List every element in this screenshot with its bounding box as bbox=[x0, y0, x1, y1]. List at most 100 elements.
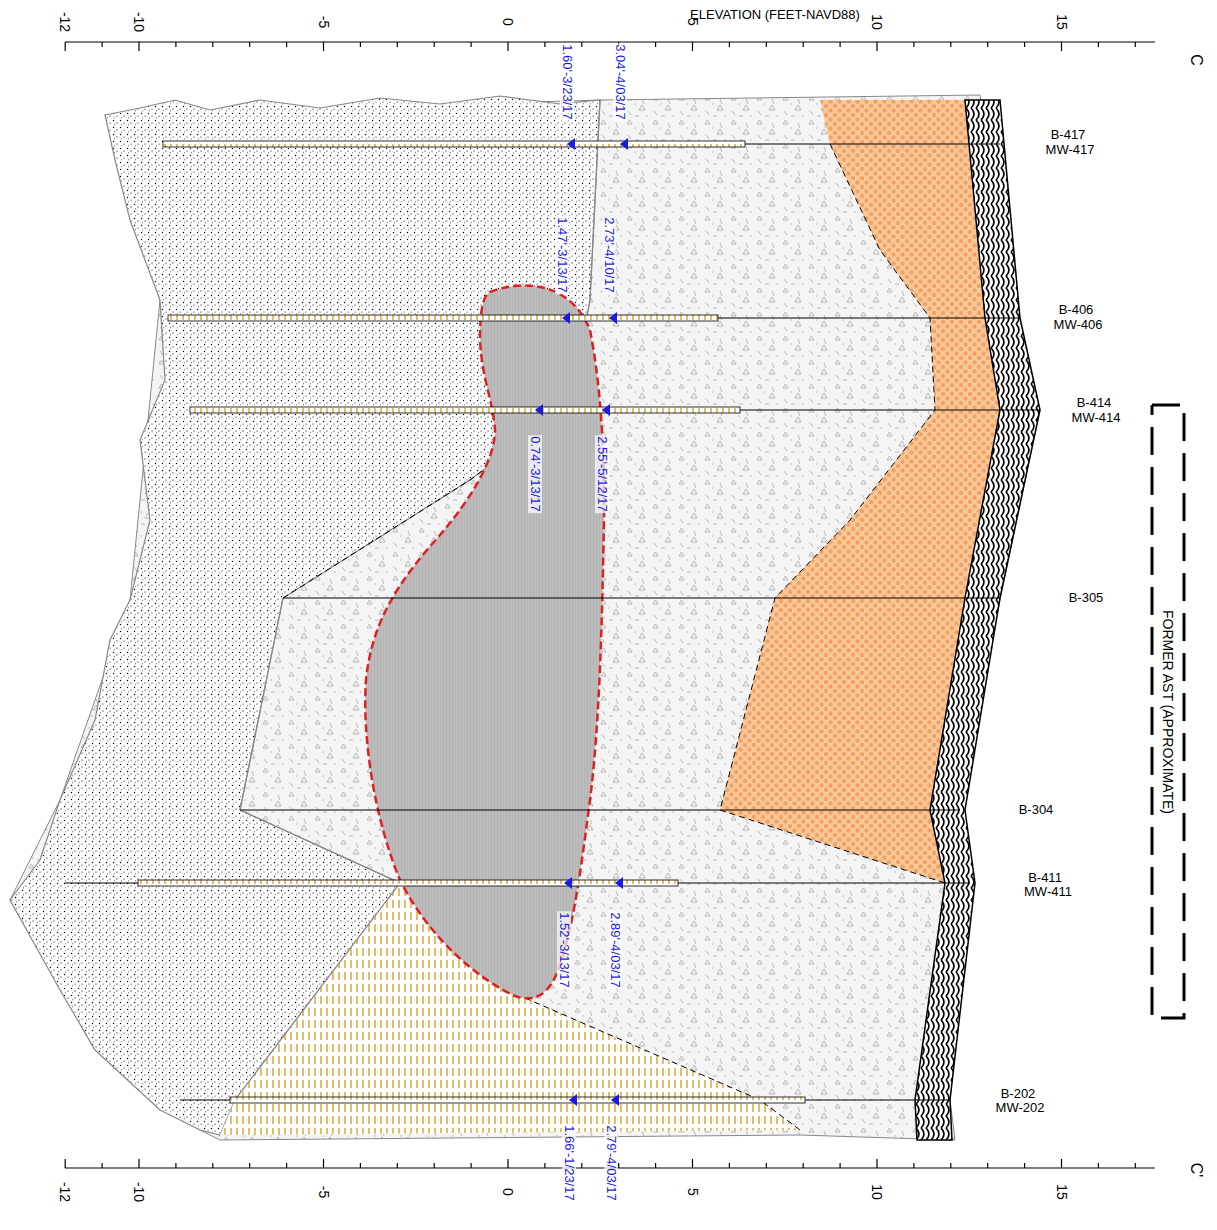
axis-tick bbox=[323, 1159, 324, 1168]
water-level-label: 3.04'-4/03/17 bbox=[613, 43, 627, 121]
axis-tick bbox=[1135, 1163, 1136, 1168]
axis-tick bbox=[987, 42, 988, 47]
axis-label: 5 bbox=[686, 1188, 700, 1196]
axis-label: 10 bbox=[870, 1184, 884, 1200]
boring-label: B-417 bbox=[1051, 128, 1086, 142]
axis-title: ELEVATION (FEET-NAVD88) bbox=[690, 8, 860, 22]
axis-label: 15 bbox=[1055, 14, 1069, 30]
axis-label: 5 bbox=[686, 18, 700, 26]
axis-tick bbox=[913, 42, 914, 47]
axis-label: -12 bbox=[58, 12, 72, 32]
axis-tick bbox=[212, 42, 213, 47]
axis-label: 0 bbox=[501, 1188, 515, 1196]
boring-label: B-305 bbox=[1069, 591, 1104, 605]
axis-tick bbox=[101, 42, 102, 47]
water-level-label: 1.66'-1/23/17 bbox=[562, 1124, 576, 1202]
axis-tick bbox=[138, 1159, 139, 1168]
boring-label: B-414 bbox=[1077, 396, 1112, 410]
boring-label: MW-411 bbox=[1024, 885, 1072, 899]
axis-tick bbox=[1098, 1163, 1099, 1168]
water-level-markers bbox=[535, 138, 628, 1106]
water-level-label: 0.74'-3/13/17 bbox=[528, 435, 542, 513]
axis-tick bbox=[766, 1163, 767, 1168]
axis-tick bbox=[729, 1163, 730, 1168]
axis-tick bbox=[729, 42, 730, 47]
axis-tick bbox=[876, 42, 877, 51]
axis-label: 0 bbox=[501, 18, 515, 26]
axis-tick bbox=[987, 1163, 988, 1168]
boring-label: MW-202 bbox=[996, 1101, 1045, 1115]
axis-tick bbox=[1061, 42, 1062, 51]
axis-tick bbox=[655, 1163, 656, 1168]
axis-tick bbox=[360, 42, 361, 47]
axis-tick bbox=[876, 1159, 877, 1168]
axis-tick bbox=[65, 1159, 66, 1168]
water-level-label: 2.79'-4/03/17 bbox=[604, 1124, 618, 1202]
axis-tick bbox=[434, 42, 435, 47]
axis-tick bbox=[101, 1163, 102, 1168]
axis-tick bbox=[839, 42, 840, 47]
axis-tick bbox=[471, 42, 472, 47]
water-level-label: 2.89'-4/03/17 bbox=[608, 911, 622, 989]
water-level-label: 1.52'-3/13/17 bbox=[557, 911, 571, 989]
axis-tick bbox=[618, 1163, 619, 1168]
boring-label: B-202 bbox=[1001, 1087, 1036, 1101]
axis-label: 15 bbox=[1055, 1184, 1069, 1200]
axis-tick bbox=[471, 1163, 472, 1168]
section-letter: C' bbox=[1189, 1163, 1203, 1178]
axis-tick bbox=[1098, 42, 1099, 47]
axis-tick bbox=[249, 42, 250, 47]
axis-tick bbox=[138, 42, 139, 51]
elevation-axes bbox=[65, 42, 1155, 1168]
ast-outline: FORMER AST (APPROXIMATE) bbox=[1150, 403, 1186, 1020]
axis-label: 10 bbox=[870, 14, 884, 30]
axis-tick bbox=[803, 1163, 804, 1168]
axis-tick bbox=[1024, 42, 1025, 47]
axis-label: -5 bbox=[317, 16, 331, 28]
axis-tick bbox=[544, 42, 545, 47]
axis-tick bbox=[360, 1163, 361, 1168]
axis-tick bbox=[507, 1159, 508, 1168]
axis-tick bbox=[397, 1163, 398, 1168]
axis-tick bbox=[581, 1163, 582, 1168]
axis-tick bbox=[65, 42, 66, 51]
axis-tick bbox=[286, 1163, 287, 1168]
axis-tick bbox=[212, 1163, 213, 1168]
axis-tick bbox=[1135, 42, 1136, 47]
axis-tick bbox=[913, 1163, 914, 1168]
axis-tick bbox=[1061, 1159, 1062, 1168]
axis-tick bbox=[766, 42, 767, 47]
boring-label: MW-417 bbox=[1046, 143, 1095, 157]
axis-tick bbox=[175, 42, 176, 47]
axis-label: -12 bbox=[58, 1182, 72, 1202]
axis-label: -5 bbox=[317, 1186, 331, 1198]
water-level-label: 1.47'-3/13/17 bbox=[555, 216, 569, 294]
boring-label: MW-406 bbox=[1054, 318, 1103, 332]
boring-label: MW-414 bbox=[1072, 411, 1121, 425]
borings bbox=[65, 141, 1040, 1103]
axis-tick bbox=[1024, 1163, 1025, 1168]
axis-tick bbox=[839, 1163, 840, 1168]
axis-tick bbox=[655, 42, 656, 47]
water-level-label: 1.60'-3/23/17 bbox=[560, 43, 574, 121]
axis-tick bbox=[507, 42, 508, 51]
axis-tick bbox=[544, 1163, 545, 1168]
water-level-label: 2.55'-5/12/17 bbox=[595, 435, 609, 513]
water-level-label: 2.73'-4/10/17 bbox=[602, 216, 616, 294]
axis-tick bbox=[581, 42, 582, 47]
axis-tick bbox=[249, 1163, 250, 1168]
strata bbox=[10, 95, 1040, 1140]
axis-tick bbox=[397, 42, 398, 47]
contaminant-plume bbox=[365, 285, 604, 998]
axis-tick bbox=[323, 42, 324, 51]
boring-label: B-304 bbox=[1019, 803, 1054, 817]
axis-tick bbox=[692, 42, 693, 51]
section-letter: C bbox=[1189, 54, 1203, 66]
boring-label: B-411 bbox=[1028, 871, 1062, 885]
axis-tick bbox=[175, 1163, 176, 1168]
axis-tick bbox=[950, 1163, 951, 1168]
axis-tick bbox=[692, 1159, 693, 1168]
axis-tick bbox=[950, 42, 951, 47]
boring-label: B-406 bbox=[1059, 303, 1094, 317]
